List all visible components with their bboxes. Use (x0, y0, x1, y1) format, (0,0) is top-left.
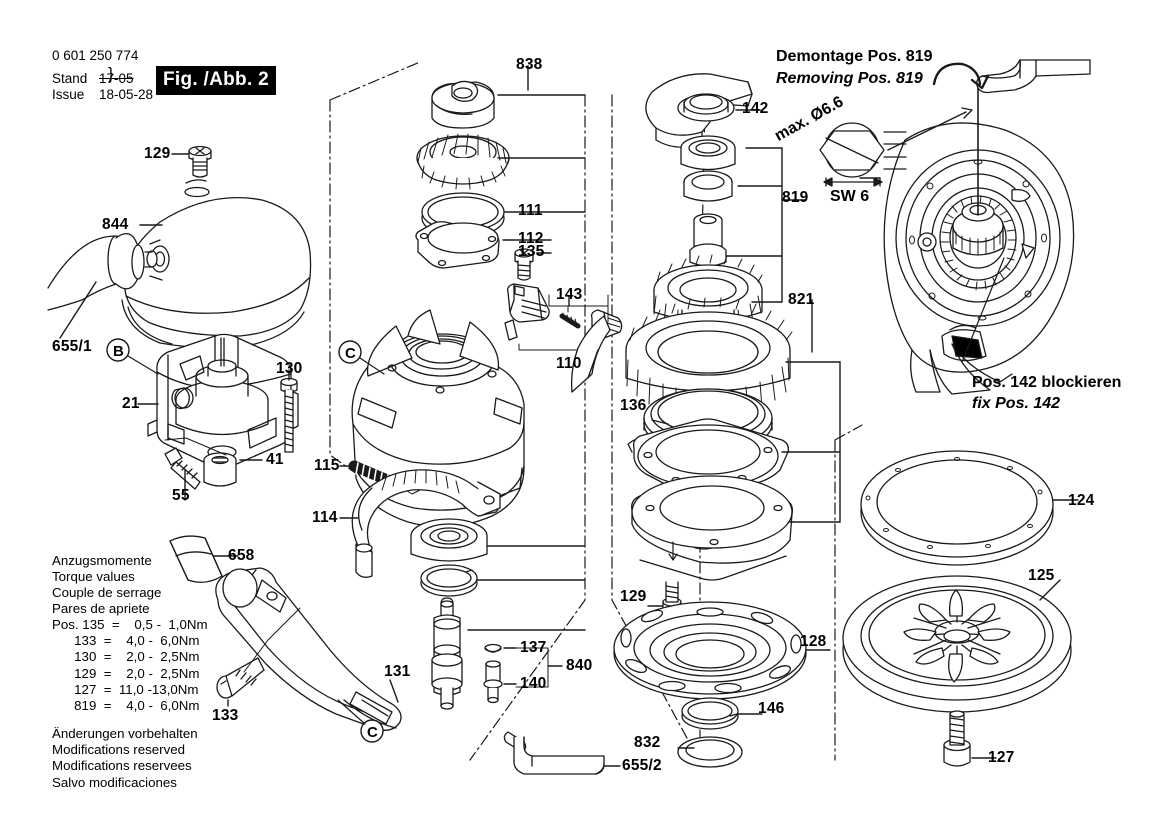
ref-mark-b: B (113, 343, 124, 360)
callout-840: 840 (566, 657, 593, 674)
issue-date: 18-05-28 (99, 87, 154, 102)
detail-caption-en: fix Pos. 142 (972, 395, 1061, 412)
callout-655-1: 655/1 (52, 338, 92, 355)
callout-124: 124 (1068, 492, 1095, 509)
callout-129-top: 129 (144, 145, 171, 162)
callout-128: 128 (800, 633, 827, 650)
torque-table: Pos. 135 = 0,5 - 1,0Nm 133 = 4,0 - 6,0Nm… (52, 617, 208, 714)
callout-658: 658 (228, 547, 255, 564)
detail-title-de: Demontage Pos. 819 (776, 48, 933, 65)
callout-137: 137 (520, 639, 547, 656)
callout-655-2: 655/2 (622, 757, 662, 774)
figure-tag: Fig. /Abb. 2 (156, 66, 276, 95)
callout-114: 114 (312, 509, 338, 526)
callout-110: 110 (556, 355, 582, 372)
callout-821: 821 (788, 291, 815, 308)
callout-111: 111 (518, 202, 543, 219)
callout-140: 140 (520, 675, 547, 692)
callout-41: 41 (266, 451, 284, 468)
callout-135: 135 (518, 243, 545, 260)
callout-142: 142 (742, 100, 769, 117)
callout-844: 844 (102, 216, 129, 233)
callout-832: 832 (634, 734, 661, 751)
ref-mark-c-left: C (345, 345, 356, 362)
torque-title-fr: Couple de serrage (52, 585, 162, 600)
issue-label: Issue (52, 87, 85, 102)
brace-symbol: } (108, 64, 114, 83)
callout-819: 819 (782, 189, 809, 206)
callout-838: 838 (516, 56, 543, 73)
ref-mark-c-bottom: C (367, 724, 378, 741)
callout-130: 130 (276, 360, 303, 377)
torque-title-en: Torque values (52, 569, 135, 584)
detail-caption-de: Pos. 142 blockieren (972, 374, 1122, 391)
detail-title-en: Removing Pos. 819 (776, 70, 923, 87)
callout-125: 125 (1028, 567, 1055, 584)
stand-date: 17-05 (99, 71, 134, 86)
callout-129-bottom: 129 (620, 588, 647, 605)
wrench-size-label: SW 6 (830, 188, 870, 205)
callout-133: 133 (212, 707, 239, 724)
torque-title-de: Anzugsmomente (52, 553, 152, 568)
part-number: 0 601 250 774 (52, 48, 139, 63)
disclaimer-block: Änderungen vorbehalten Modifications res… (52, 726, 198, 790)
callout-136: 136 (620, 397, 647, 414)
callout-146: 146 (758, 700, 785, 717)
callout-21: 21 (122, 395, 140, 412)
callout-143: 143 (556, 286, 583, 303)
callout-55: 55 (172, 487, 190, 504)
callout-115: 115 (314, 457, 340, 474)
callout-112: 112 (518, 230, 544, 247)
torque-title-es: Pares de apriete (52, 601, 150, 616)
callout-127: 127 (988, 749, 1015, 766)
stand-label: Stand (52, 71, 88, 86)
callout-131: 131 (384, 663, 411, 680)
